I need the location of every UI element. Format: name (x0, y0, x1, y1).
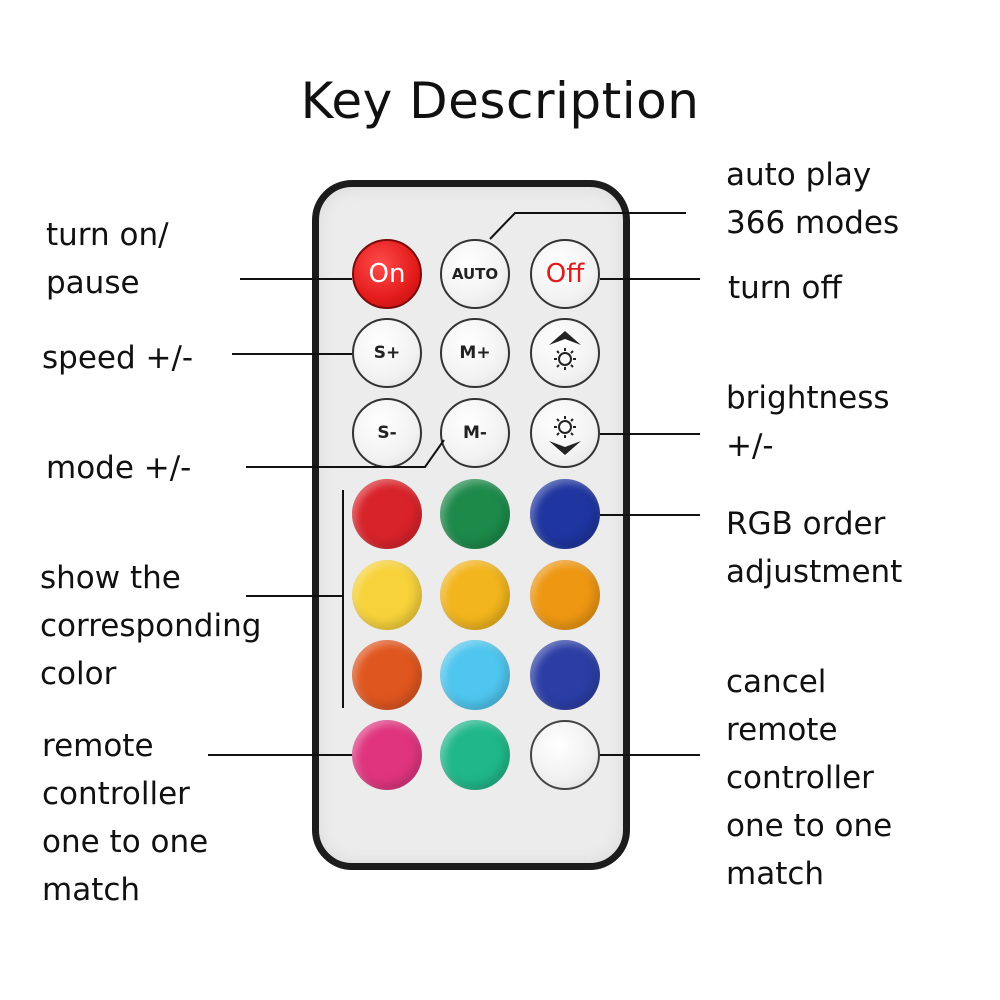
label-rgb-line1: RGB order (726, 506, 886, 542)
dark-blue-color-button[interactable] (530, 640, 600, 710)
off-button[interactable]: Off (530, 239, 600, 309)
label-show-color-line2: corresponding (40, 608, 262, 644)
label-auto-line1: auto play (726, 157, 872, 193)
label-remote-match-line1: remote (42, 728, 154, 764)
speed-down-button[interactable]: S- (352, 398, 422, 468)
speed-up-label: S+ (373, 343, 401, 363)
label-mode: mode +/- (46, 450, 192, 486)
leader-mode (246, 439, 445, 468)
teal-color-button[interactable] (440, 720, 510, 790)
mode-up-button[interactable]: M+ (440, 318, 510, 388)
label-remote-match-line3: one to one (42, 824, 209, 860)
label-rgb: RGB order adjustment (726, 500, 902, 596)
label-speed: speed +/- (42, 340, 194, 376)
page-title: Key Description (300, 72, 700, 130)
label-show-color-line3: color (40, 656, 117, 692)
mode-down-label: M- (463, 423, 487, 443)
brightness-down-button[interactable] (530, 398, 600, 468)
label-turn-on-line2: pause (46, 265, 140, 301)
label-auto: auto play 366 modes (726, 151, 899, 247)
on-button[interactable]: On (352, 239, 422, 309)
label-cancel-match-line1: cancel (726, 664, 827, 700)
yellow-color-button[interactable] (440, 560, 510, 630)
cancel-match-button[interactable] (530, 720, 600, 790)
light-yellow-color-button[interactable] (352, 560, 422, 630)
on-button-label: On (368, 259, 406, 289)
label-auto-line2: 366 modes (726, 205, 900, 241)
auto-button[interactable]: AUTO (440, 239, 510, 309)
label-turn-off: turn off (728, 270, 842, 306)
off-button-label: Off (545, 259, 585, 289)
label-cancel-match-line3: controller (726, 760, 874, 796)
label-cancel-match: cancel remote controller one to one matc… (726, 658, 892, 898)
mode-up-label: M+ (459, 343, 491, 363)
label-brightness-line2: +/- (726, 428, 774, 464)
green-color-button[interactable] (440, 479, 510, 549)
label-cancel-match-line2: remote (726, 712, 838, 748)
brightness-down-icon (549, 416, 581, 455)
label-rgb-line2: adjustment (726, 554, 903, 590)
speed-down-label: S- (377, 423, 397, 443)
brightness-up-icon (549, 331, 581, 370)
label-cancel-match-line4: one to one (726, 808, 893, 844)
label-cancel-match-line5: match (726, 856, 825, 892)
label-turn-on-line1: turn on/ (46, 217, 169, 253)
label-turn-on: turn on/ pause (46, 211, 169, 307)
mode-down-button[interactable]: M- (440, 398, 510, 468)
dark-orange-color-button[interactable] (352, 640, 422, 710)
label-remote-match: remote controller one to one match (42, 722, 208, 914)
leader-auto (489, 212, 686, 240)
label-brightness: brightness +/- (726, 374, 890, 470)
blue-color-button[interactable] (530, 479, 600, 549)
auto-button-label: AUTO (451, 265, 499, 283)
label-remote-match-line4: match (42, 872, 141, 908)
light-blue-color-button[interactable] (440, 640, 510, 710)
speed-up-button[interactable]: S+ (352, 318, 422, 388)
brightness-up-button[interactable] (530, 318, 600, 388)
label-brightness-line1: brightness (726, 380, 890, 416)
label-show-color-line1: show the (40, 560, 181, 596)
orange-color-button[interactable] (530, 560, 600, 630)
label-show-color: show the corresponding color (40, 554, 261, 698)
pink-match-button[interactable] (352, 720, 422, 790)
label-remote-match-line2: controller (42, 776, 190, 812)
red-color-button[interactable] (352, 479, 422, 549)
